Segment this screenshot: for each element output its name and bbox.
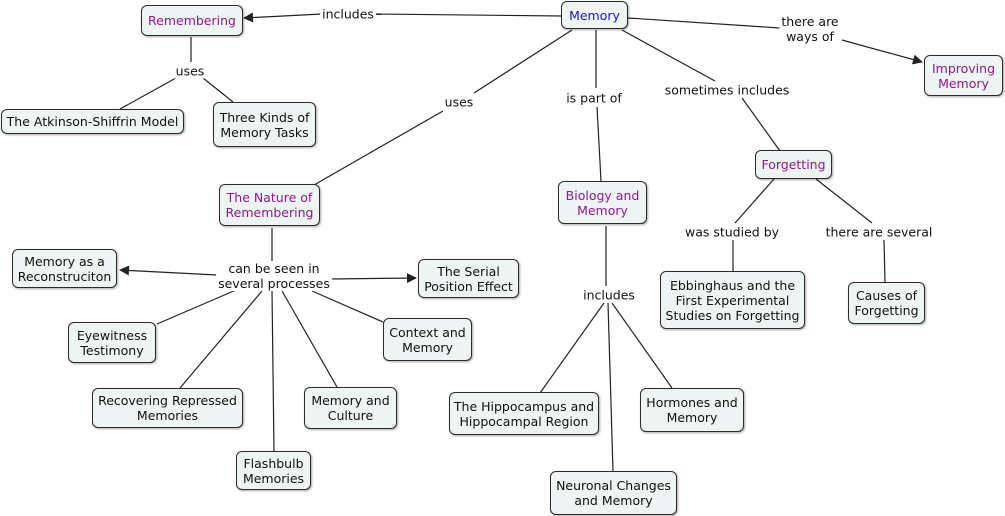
node-recovering-repressed-memories[interactable]: Recovering Repressed Memories [92,388,243,428]
connector-memory-includes [375,13,563,17]
connector-includes-remembering [243,12,323,23]
connector-processes-context [311,290,384,323]
node-serial-position-effect[interactable]: The Serial Position Effect [418,259,519,298]
connector-processes-flashbulb [271,290,275,452]
link-label-ways-of: there are ways of [779,14,841,44]
connector-uses-nature [313,110,444,186]
node-flashbulb-memories[interactable]: Flashbulb Memories [236,451,311,490]
link-label-uses-remembering: uses [173,63,207,79]
node-three-kinds-memory-tasks[interactable]: Three Kinds of Memory Tasks [213,102,316,147]
node-neuronal-changes[interactable]: Neuronal Changes and Memory [550,471,677,515]
connector-processes-culture [281,290,338,388]
node-improving-memory[interactable]: Improving Memory [924,55,1003,96]
connector-forgetting-several [815,178,873,224]
link-label-uses-nature: uses [442,94,476,110]
link-label-there-are-several: there are several [823,224,935,240]
node-atkinson-shiffrin-model[interactable]: The Atkinson-Shiffrin Model [1,109,184,134]
node-memory[interactable]: Memory [561,1,628,29]
node-ebbinghaus[interactable]: Ebbinghaus and the First Experimental St… [660,271,805,329]
connector-processes-repressed [179,290,263,389]
node-biology-and-memory[interactable]: Biology and Memory [558,181,647,224]
node-forgetting[interactable]: Forgetting [755,150,832,179]
connector-uses-atkinson [119,77,177,110]
connector-processes-reconstruction [119,265,218,276]
node-memory-as-reconstruction[interactable]: Memory as a Reconstruciton [12,249,117,288]
connector-includes-hormones [611,302,673,389]
connector-memory-sometimes [621,29,716,82]
connector-memory-ways [627,17,781,29]
link-label-sometimes-includes: sometimes includes [662,82,792,98]
connector-several-causes [883,239,886,283]
connector-processes-serial [329,273,417,284]
connector-includes-neuronal [607,302,614,472]
connector-ways-improving [841,39,923,65]
connector-memory-uses [473,29,573,94]
connector-forgetting-studied [734,178,775,224]
node-causes-of-forgetting[interactable]: Causes of Forgetting [848,282,925,324]
link-label-includes-remembering: includes [320,6,376,22]
connector-sometimes-forgetting [741,97,781,152]
node-nature-of-remembering[interactable]: The Nature of Remembering [219,184,320,226]
node-remembering[interactable]: Remembering [141,5,243,36]
connector-processes-eyewitness [156,289,237,325]
node-context-and-memory[interactable]: Context and Memory [383,318,472,361]
link-label-includes-biology: includes [581,287,637,303]
link-label-is-part-of: is part of [564,90,624,106]
node-eyewitness-testimony[interactable]: Eyewitness Testimony [68,322,156,363]
node-hormones-and-memory[interactable]: Hormones and Memory [640,388,744,432]
connector-includes-hippocampus [539,302,605,394]
link-label-was-studied-by: was studied by [682,224,782,240]
link-label-can-be-seen: can be seen in several processes [216,261,332,291]
node-hippocampus[interactable]: The Hippocampus and Hippocampal Region [449,392,599,435]
node-memory-and-culture[interactable]: Memory and Culture [304,387,397,429]
connector-uses-three-kinds [202,77,234,103]
connector-is-part-of-biology [596,106,602,182]
